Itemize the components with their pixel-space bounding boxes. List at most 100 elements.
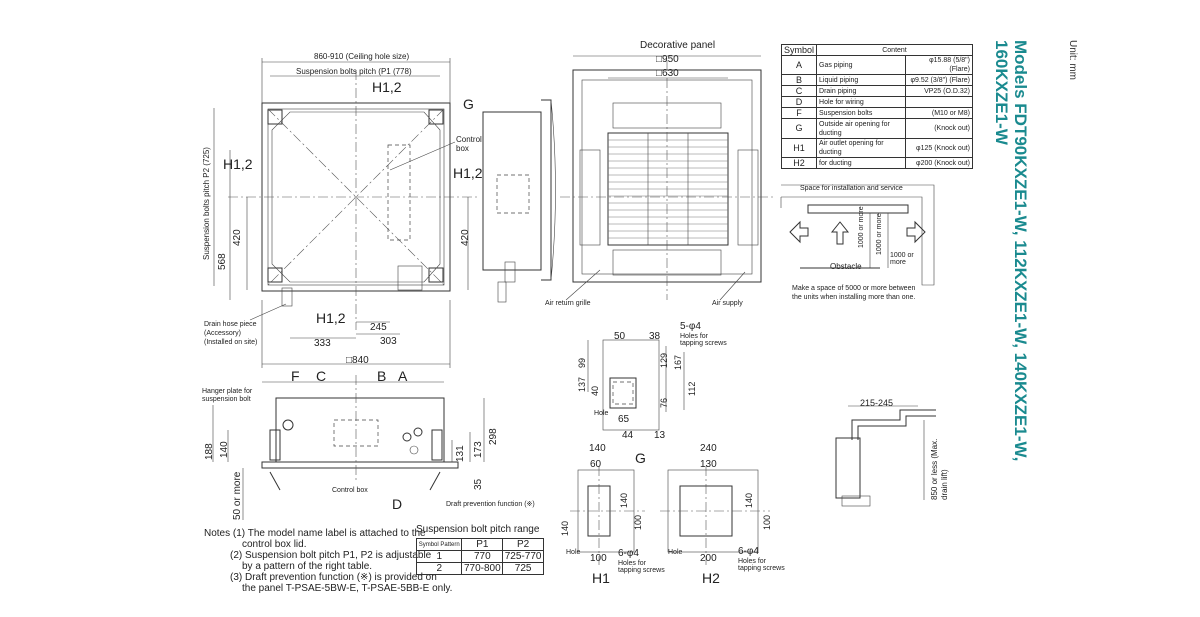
spec-val: φ125 (Knock out) <box>905 138 973 158</box>
g-d44: 44 <box>622 430 634 441</box>
pitch-p2-label: Suspension bolts pitch P2 (725) <box>202 147 211 260</box>
spec-val: φ15.88 (5/8") (Flare) <box>905 55 973 75</box>
h2-detail-label: H2 <box>702 570 720 586</box>
service-space-drawing <box>780 184 935 286</box>
f-label: F <box>291 368 300 384</box>
front-control-box-label: Control box <box>332 487 368 494</box>
h1-d100v: 100 <box>633 514 643 530</box>
models-title-line2: 160KXZE1-W <box>992 40 1011 145</box>
pitch-p1: 770 <box>461 550 504 563</box>
pitch-p1-label: Suspension bolts pitch (P1 (778) <box>296 67 412 76</box>
spec-sym: C <box>780 85 818 97</box>
h2-d130: 130 <box>700 459 717 470</box>
air-return-label: Air return grille <box>545 300 591 307</box>
spec-header-content: Content <box>816 44 973 56</box>
dim-420-left: 420 <box>232 229 243 246</box>
pitch-header-p1: P1 <box>461 538 504 551</box>
air-supply-label: Air supply <box>712 300 743 307</box>
pitch-header-symbol: Symbol Pattern <box>415 538 463 551</box>
note-line: the panel T-PSAE-5BW-E, T-PSAE-5BB-E onl… <box>242 583 453 594</box>
spec-sym: H2 <box>780 157 818 169</box>
spec-val: (M10 or M8) <box>905 107 973 119</box>
draft-label: Draft prevention function (※) <box>446 501 535 508</box>
h12-right-label: H1,2 <box>453 165 483 181</box>
spec-sym: D <box>780 96 818 108</box>
h1-d140r: 140 <box>619 492 629 508</box>
dim-245: 245 <box>370 322 387 333</box>
h1-d140v: 140 <box>560 520 570 536</box>
service-dim-b: 1000 or more <box>876 213 883 255</box>
h1-holes-note: Holes for tapping screws <box>618 560 665 574</box>
notes-block: Notes (1) The model name label is attach… <box>204 528 453 594</box>
drain-d215: 215-245 <box>860 398 894 408</box>
h12-left-label: H1,2 <box>223 156 253 172</box>
g-d99: 99 <box>577 357 587 368</box>
spec-val: VP25 (O.D.32) <box>905 85 973 97</box>
side-view <box>482 99 556 303</box>
spec-content: Drain piping <box>816 85 906 97</box>
pitch-table-title: Suspension bolt pitch range <box>416 524 540 535</box>
spec-sym: G <box>780 118 818 139</box>
h2-d100: 100 <box>762 514 772 530</box>
dim-298: 298 <box>488 428 499 445</box>
g-d112: 112 <box>687 381 697 396</box>
g-d129: 129 <box>659 352 669 368</box>
obstacle-label: Obstacle <box>830 262 862 271</box>
spec-content: Liquid piping <box>816 74 906 86</box>
a-label: A <box>398 368 408 384</box>
g-d38: 38 <box>649 331 661 342</box>
g-d65: 65 <box>618 414 630 425</box>
pitch-pattern: 1 <box>415 550 463 563</box>
dim-303: 303 <box>380 336 397 347</box>
drain-lift-label: 850 or less (Max. drain lift) <box>930 438 949 500</box>
h2-d200: 200 <box>700 553 717 564</box>
g-d76: 76 <box>659 397 669 408</box>
service-dim-c: 1000 or more <box>890 252 914 266</box>
front-view <box>212 375 485 520</box>
top-view <box>213 58 480 368</box>
spec-header-symbol: Symbol <box>780 44 818 56</box>
h1-d140: 140 <box>589 443 606 454</box>
b-label: B <box>377 368 387 384</box>
drain-hose-label: Drain hose piece (Accessory) (Installed … <box>204 321 258 346</box>
note-line: (2) Suspension bolt pitch P1, P2 is adju… <box>230 550 432 561</box>
ceiling-hole-label: 860-910 (Ceiling hole size) <box>314 52 410 61</box>
spec-val <box>905 96 973 108</box>
dim-188: 188 <box>204 443 215 460</box>
h2-hole: Hole <box>668 549 683 556</box>
models-title: Models FDT90KXZE1-W, 112KXZE1-W, 140KXZE… <box>992 40 1030 461</box>
dim-840: □840 <box>346 355 369 366</box>
spec-sym: A <box>780 55 818 75</box>
spec-content: Outside air opening for ducting <box>816 118 906 139</box>
dim-950: □950 <box>656 54 679 65</box>
spec-sym: F <box>780 107 818 119</box>
detail-h2 <box>660 466 770 565</box>
dim-140-front: 140 <box>219 441 230 458</box>
dim-420-right: 420 <box>460 229 471 246</box>
dim-173: 173 <box>473 441 484 458</box>
c-label: C <box>316 368 327 384</box>
g-holes: 5-φ4 <box>680 321 701 332</box>
note-line: by a pattern of the right table. <box>242 561 373 572</box>
h2-holes: 6-φ4 <box>738 546 759 557</box>
pitch-p2: 725-770 <box>502 550 544 563</box>
spec-content: for ducting <box>816 157 906 169</box>
service-space-title: Space for installation and service <box>800 185 903 192</box>
pitch-p2: 725 <box>502 562 544 575</box>
g-d167: 167 <box>673 354 683 370</box>
g-holes-note: Holes for tapping screws <box>680 333 727 347</box>
detail-h1 <box>570 466 645 565</box>
note-line: control box lid. <box>242 539 307 550</box>
pitch-header-p2: P2 <box>502 538 544 551</box>
pitch-pattern: 2 <box>415 562 463 575</box>
d-label: D <box>392 496 403 512</box>
h2-d140: 140 <box>744 492 754 508</box>
dim-131: 131 <box>455 445 466 462</box>
